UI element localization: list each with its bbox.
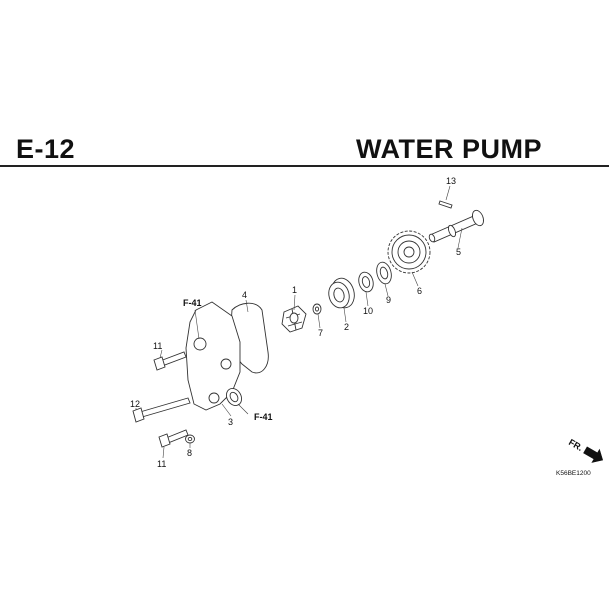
- callout-13: 13: [446, 176, 456, 186]
- page-code: E-12: [16, 134, 76, 164]
- reference-f41-bottom: F-41: [254, 412, 273, 422]
- callout-5: 5: [456, 247, 461, 257]
- part-13-pin: [438, 200, 453, 209]
- callout-11-lower: 11: [157, 459, 166, 469]
- reference-f41-top: F-41: [183, 298, 202, 308]
- diagram-code: K56BE1200: [556, 470, 591, 477]
- callout-10: 10: [363, 306, 373, 316]
- part-5-shaft: [428, 209, 484, 243]
- part-9-washer: [376, 261, 392, 285]
- callout-7: 7: [318, 328, 323, 338]
- part-12-long-bolt: [132, 397, 191, 423]
- part-11-bolt-lower: [158, 429, 189, 448]
- part-2-seal: [328, 277, 355, 309]
- leader-lines: [135, 185, 463, 459]
- callout-1: 1: [292, 285, 297, 295]
- part-3-pump-cover: [185, 301, 242, 411]
- part-7-washer: [312, 303, 322, 315]
- callout-2: 2: [344, 322, 349, 332]
- header-rule: [0, 165, 609, 167]
- part-11-bolt-upper: [153, 351, 187, 371]
- callout-4: 4: [242, 290, 247, 300]
- callout-labels: 13 5 6 9 10 2 7 1 4 3 11 12 11 8 F-41 F-…: [130, 176, 461, 469]
- callout-6: 6: [417, 286, 422, 296]
- part-10-washer: [358, 271, 374, 293]
- front-direction-indicator: FR.: [567, 437, 604, 463]
- front-arrow-icon: [583, 446, 604, 463]
- part-8-washer: [185, 434, 195, 444]
- callout-3: 3: [228, 417, 233, 427]
- callout-12: 12: [130, 399, 140, 409]
- part-1-impeller: [281, 305, 307, 333]
- callout-11-upper: 11: [153, 341, 162, 351]
- callout-9: 9: [386, 295, 391, 305]
- page-title: WATER PUMP: [356, 134, 542, 164]
- callout-8: 8: [187, 448, 192, 458]
- part-6-gear: [387, 230, 431, 274]
- front-label: FR.: [567, 437, 585, 453]
